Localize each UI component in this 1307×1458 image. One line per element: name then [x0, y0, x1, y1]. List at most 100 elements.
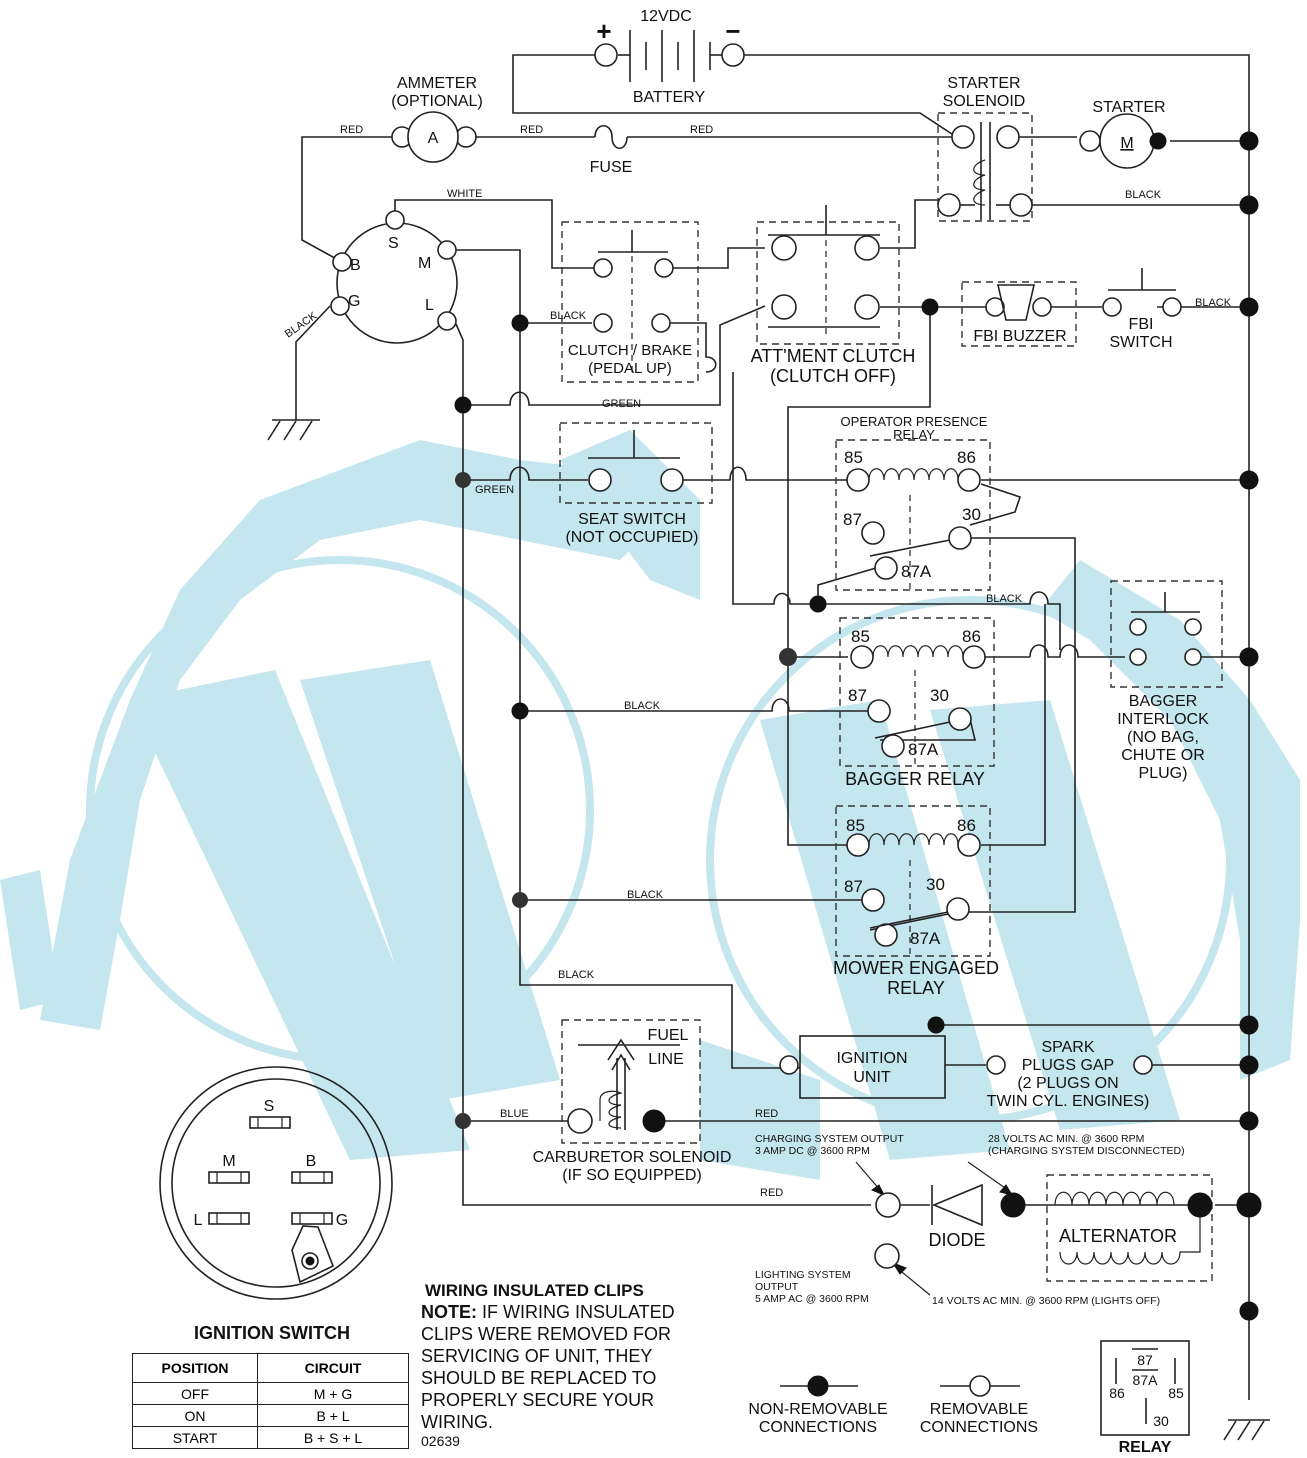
bagger-interlock: BAGGER INTERLOCK (NO BAG, CHUTE OR PLUG): [1110, 580, 1223, 782]
ammeter-icon: [407, 111, 459, 163]
starter-label: STARTER: [1092, 99, 1165, 116]
clips-note-label: NOTE:: [421, 1302, 477, 1322]
fuel-arrow-icon: [607, 1038, 635, 1061]
diode-icon: [931, 1183, 983, 1227]
op-relay-sublabel: RELAY: [893, 427, 935, 442]
wire-label-black-1: BLACK: [1125, 189, 1162, 201]
wire-label-red-3: RED: [690, 124, 713, 136]
pin-86-label: 86: [957, 816, 976, 835]
starter-solenoid-label-1: STARTER: [947, 75, 1020, 92]
table-row: OFF M + G: [132, 1382, 409, 1405]
spark-plugs-label-2: PLUGS GAP: [1022, 1057, 1114, 1074]
pin-87a-label: 87A: [908, 740, 939, 759]
clips-note-title: WIRING INSULATED CLIPS: [425, 1281, 644, 1300]
ac-28v-label: 28 VOLTS AC MIN. @ 3600 RPM: [988, 1133, 1144, 1145]
pin-87-label: 87: [844, 877, 863, 896]
bagger-interlock-label-5: PLUG): [1139, 765, 1188, 782]
fuel-line-label: FUEL: [648, 1027, 689, 1044]
ammeter-glyph: A: [428, 130, 439, 147]
table-row: ON B + L: [132, 1404, 409, 1427]
pin-30-label: 30: [926, 875, 945, 894]
ammeter-label: AMMETER: [397, 75, 477, 92]
pin-30-label: 30: [962, 505, 981, 524]
non-removable-connection-icon: [807, 1375, 829, 1397]
relay-icon-label: RELAY: [1119, 1439, 1172, 1456]
clips-note-line-2: CLIPS WERE REMOVED FOR: [421, 1324, 671, 1344]
fbi-buzzer: FBI BUZZER: [961, 281, 1077, 347]
battery-plus-sign: +: [596, 16, 611, 46]
spark-plugs-label-4: TWIN CYL. ENGINES): [987, 1093, 1150, 1110]
relay-icon-86-label: 86: [1109, 1385, 1125, 1401]
ignition-switch-title: IGNITION SWITCH: [194, 1323, 350, 1343]
table-cell-position: ON: [132, 1404, 258, 1427]
clips-note-line-1-text: IF WIRING INSULATED: [477, 1302, 675, 1322]
alternator-coil-icon: [1054, 1191, 1175, 1206]
fbi-buzzer-label: FBI BUZZER: [973, 328, 1066, 345]
charging-output-sublabel: 3 AMP DC @ 3600 RPM: [755, 1145, 870, 1157]
bagger-interlock-label-3: (NO BAG,: [1127, 729, 1199, 746]
starter-motor: STARTER M: [1079, 99, 1167, 169]
clutch-brake-label: CLUTCH / BRAKE: [568, 342, 692, 359]
table-cell-position: START: [132, 1426, 258, 1449]
wire-label-black-6: BLACK: [624, 700, 661, 712]
bagger-interlock-label: BAGGER: [1129, 693, 1197, 710]
bagger-relay: 85 86 87 30 87A BAGGER RELAY: [779, 617, 995, 789]
table-cell-circuit: B + S + L: [257, 1426, 409, 1449]
ignition-unit-label: IGNITION: [836, 1050, 907, 1067]
pin-87a-label: 87A: [910, 929, 941, 948]
fbi-switch-label: FBI: [1129, 316, 1154, 333]
wire-label-black-3: BLACK: [550, 310, 587, 322]
solenoid-coil-icon: [599, 1090, 623, 1129]
wire-label-black-4: BLACK: [1195, 297, 1232, 309]
illustration-l-label: L: [194, 1212, 203, 1229]
pin-87-label: 87: [848, 686, 867, 705]
seat-switch-sublabel: (NOT OCCUPIED): [565, 529, 698, 546]
relay-icon-30-label: 30: [1153, 1413, 1169, 1429]
table-header-position: POSITION: [132, 1353, 258, 1383]
solenoid-coil-icon: [973, 159, 986, 206]
mower-relay-sublabel: RELAY: [887, 978, 945, 998]
attachment-clutch-label: ATT'MENT CLUTCH: [751, 346, 916, 366]
clips-note-line-4: SHOULD BE REPLACED TO: [421, 1368, 656, 1388]
wire-label-red-4: RED: [755, 1108, 778, 1120]
battery-label: BATTERY: [633, 89, 706, 106]
carb-solenoid-sublabel: (IF SO EQUIPPED): [562, 1167, 702, 1184]
clips-note-line-5: PROPERLY SECURE YOUR: [421, 1390, 654, 1410]
clips-note: WIRING INSULATED CLIPS NOTE: IF WIRING I…: [421, 1281, 675, 1432]
fbi-switch-sublabel: SWITCH: [1109, 334, 1172, 351]
relay-icon-87a-label: 87A: [1133, 1372, 1159, 1388]
bagger-interlock-label-4: CHUTE OR: [1121, 747, 1205, 764]
relay-icon-87-label: 87: [1137, 1352, 1153, 1368]
spark-plugs-label: SPARK: [1041, 1039, 1094, 1056]
wires: [267, 54, 1270, 1441]
ignition-switch-illustration: S M B L G: [159, 1066, 393, 1300]
pin-85-label: 85: [846, 816, 865, 835]
pin-86-label: 86: [957, 448, 976, 467]
clips-note-line-6: WIRING.: [421, 1412, 493, 1432]
fuel-line-sublabel: LINE: [648, 1051, 684, 1068]
relay-icon-85-label: 85: [1168, 1385, 1184, 1401]
ac-14v-label: 14 VOLTS AC MIN. @ 3600 RPM (LIGHTS OFF): [932, 1295, 1160, 1307]
starter-motor-glyph: M: [1120, 135, 1133, 152]
table-header-circuit: CIRCUIT: [257, 1353, 409, 1383]
alternator-label: ALTERNATOR: [1059, 1226, 1177, 1246]
attachment-clutch-switch: ATT'MENT CLUTCH (CLUTCH OFF): [751, 205, 939, 386]
relay-pinout-diagram: 87 87A 86 85 30 RELAY: [1100, 1340, 1190, 1456]
lighting-output-label-2: OUTPUT: [755, 1281, 799, 1293]
ground-tab-icon: [291, 1225, 335, 1284]
wire-label-green-2: GREEN: [475, 484, 514, 496]
table-header-row: POSITION CIRCUIT: [132, 1353, 409, 1383]
illustration-m-label: M: [222, 1153, 235, 1170]
battery-voltage: 12VDC: [640, 8, 692, 25]
legend-nonremovable-sublabel: CONNECTIONS: [759, 1419, 877, 1436]
wire-label-blue: BLUE: [500, 1108, 529, 1120]
wire-label-black-5: BLACK: [986, 593, 1023, 605]
charging-output-label: CHARGING SYSTEM OUTPUT: [755, 1133, 904, 1145]
legend-removable-sublabel: CONNECTIONS: [920, 1419, 1038, 1436]
wire-label-red-2: RED: [520, 124, 543, 136]
diode-label: DIODE: [928, 1230, 985, 1250]
table-cell-position: OFF: [132, 1382, 258, 1405]
fuse-icon: [594, 124, 628, 150]
clutch-brake-sublabel: (PEDAL UP): [588, 360, 672, 377]
